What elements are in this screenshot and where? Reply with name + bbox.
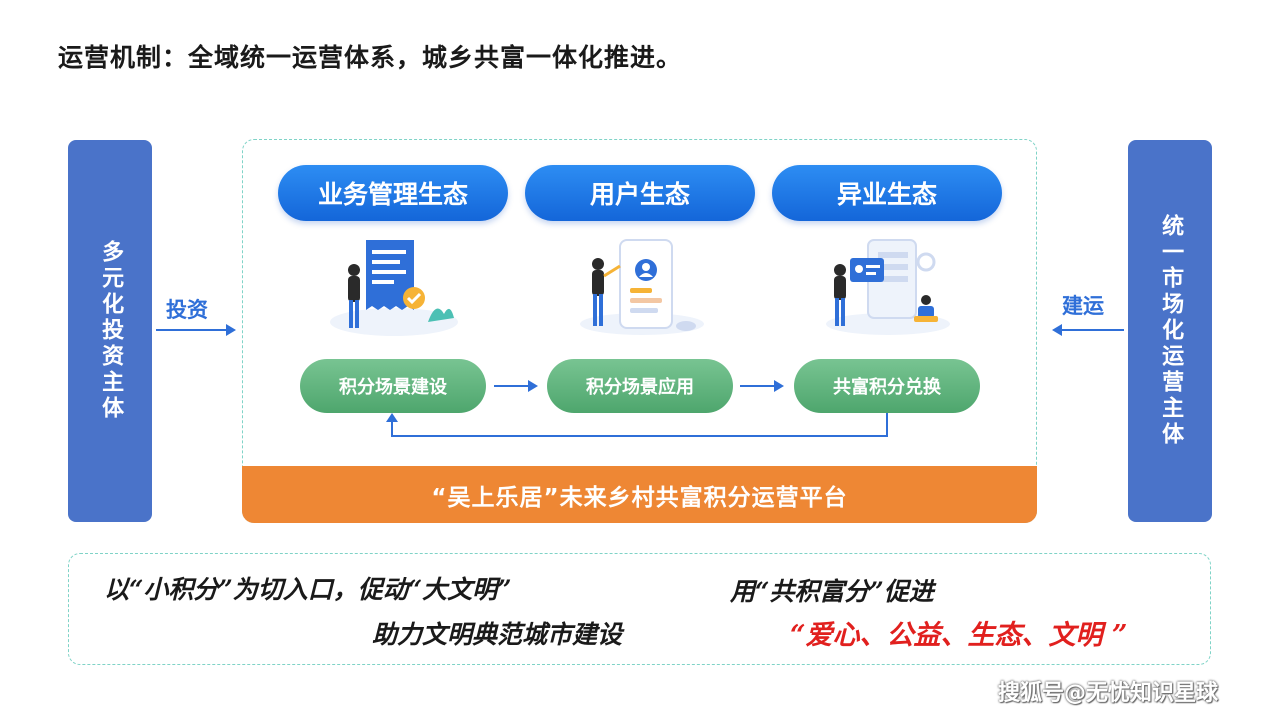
slogan-line2-right: “爱心、公益、生态、文明 ” [790,613,1127,652]
slogan-line2-left: 助力文明典范城市建设 [372,615,622,651]
user-profile-phone-illustration [576,236,708,336]
invest-arrow-label: 投资 [166,294,208,324]
page-title: 运营机制：全域统一运营体系，城乡共富一体化推进。 [58,38,682,74]
points-platform-bar: “吴上乐居”未来乡村共富积分运营平台 [242,466,1037,523]
eco-user: 用户生态 [525,165,755,221]
id-card-screens-illustration [822,236,954,336]
investment-subject-panel: 多元化投资主体 [68,140,152,522]
slogan-line1-right: 用“共积富分”促进 [730,572,934,608]
step-scene-construction: 积分场景建设 [300,359,486,413]
receipt-document-illustration [328,236,460,336]
eco-cross-industry: 异业生态 [772,165,1002,221]
feedback-loop-arrow [384,410,894,442]
eco-business-management: 业务管理生态 [278,165,508,221]
step-points-redemption: 共富积分兑换 [794,359,980,413]
watermark-text: 搜狐号@无忧知识星球 [998,675,1218,707]
operation-subject-panel: 统一市场化运营主体 [1128,140,1212,522]
operate-arrow-label: 建运 [1062,290,1104,320]
step-scene-application: 积分场景应用 [547,359,733,413]
slogan-line1-left: 以“小积分”为切入口，促动“大文明” [104,570,512,606]
